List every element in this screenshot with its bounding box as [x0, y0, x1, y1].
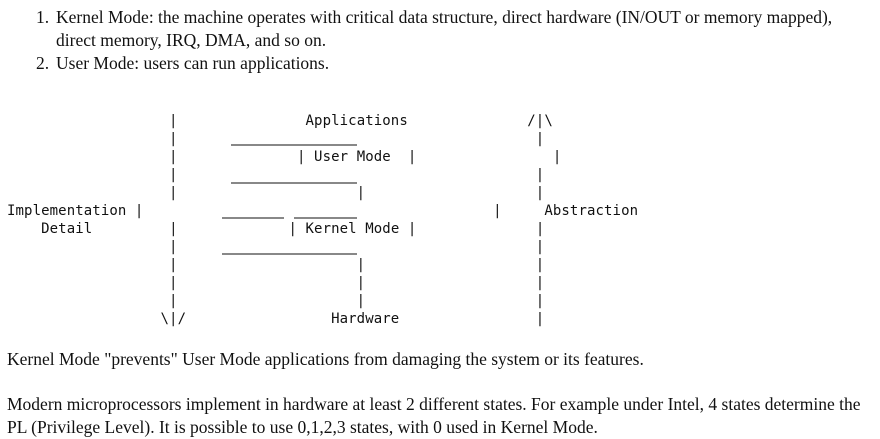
diagram-line: | | | — [7, 275, 545, 291]
diagram-line: | | — [7, 149, 315, 165]
diagram-line: | — [399, 311, 545, 327]
user-mode-box-label: User Mode — [314, 149, 391, 165]
kernel-mode-box-label: Kernel Mode — [305, 221, 400, 237]
diagram-line: | | — [92, 221, 306, 237]
list-item: 1. Kernel Mode: the machine operates wit… — [36, 6, 872, 52]
list-item-number: 2. — [36, 53, 50, 73]
kernel-mode-paragraph: Kernel Mode "prevents" User Mode applica… — [7, 349, 644, 369]
list-item-text: User Mode: users can run applications. — [56, 53, 330, 73]
diagram-line: | — [7, 113, 306, 129]
left-label-line1: Implementation — [7, 203, 127, 219]
abstraction-label: Abstraction — [544, 203, 639, 219]
diagram-line: | | — [126, 203, 545, 219]
mode-list: 1. Kernel Mode: the machine operates wit… — [36, 6, 872, 75]
list-item-text: Kernel Mode: the machine operates with c… — [56, 7, 833, 50]
diagram-line: | | | — [7, 293, 545, 309]
diagram-line: | | — [399, 221, 545, 237]
list-item: 2. User Mode: users can run applications… — [36, 52, 872, 75]
diagram-line: | | — [7, 239, 545, 255]
microprocessor-paragraph: Modern microprocessors implement in hard… — [7, 394, 861, 437]
diagram-line: /|\ — [407, 113, 553, 129]
diagram-line: | | | — [7, 185, 545, 201]
diagram-line: | | — [390, 149, 562, 165]
diagram-line: | | — [7, 131, 545, 147]
diagram-line: \|/ — [7, 311, 332, 327]
hardware-label: Hardware — [331, 311, 400, 327]
left-label-line2: Detail — [41, 221, 93, 237]
diagram-line: | | — [7, 167, 545, 183]
diagram-line: | | | — [7, 257, 545, 273]
diagram-line — [7, 221, 41, 237]
applications-label: Applications — [305, 113, 408, 129]
kernel-user-mode-diagram: | Applications /|\ | | | | User Mode | |… — [7, 112, 638, 328]
list-item-number: 1. — [36, 7, 50, 27]
